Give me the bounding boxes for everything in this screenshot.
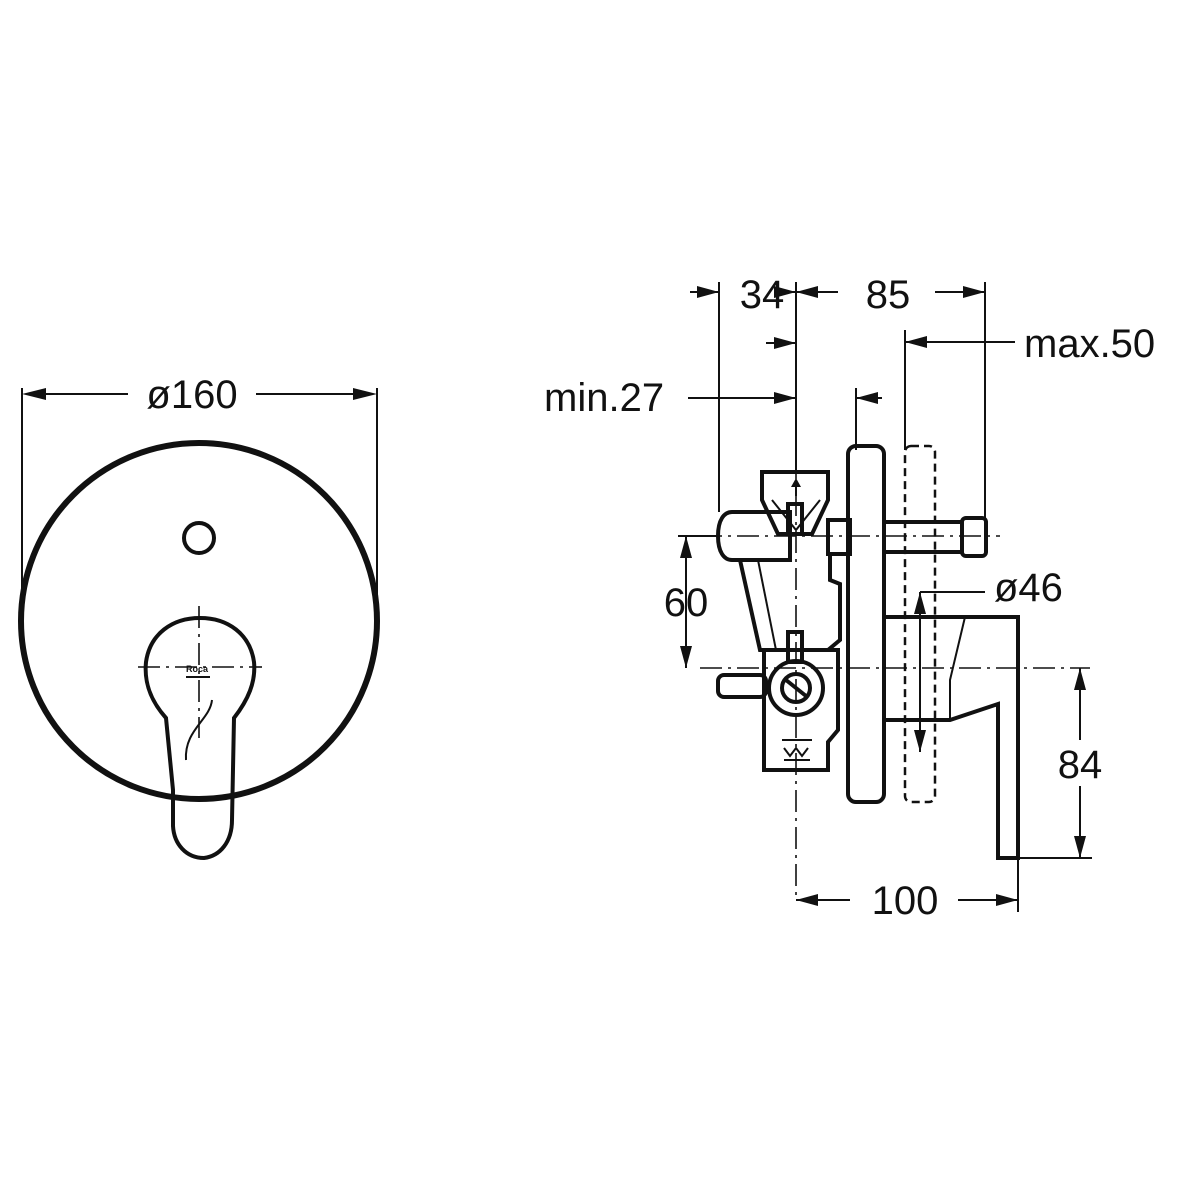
lever-handle-side — [882, 615, 1020, 860]
dimension-60: 60 — [664, 535, 720, 668]
lever-handle — [143, 615, 257, 861]
brand-logo: Roca — [186, 664, 209, 674]
dimension-min-27: min.27 — [544, 337, 882, 450]
diameter-46-label: ø46 — [994, 566, 1063, 610]
front-diameter-label: ø160 — [146, 373, 237, 417]
front-view: ø160 Roca — [18, 373, 380, 861]
height-84-label: 84 — [1058, 743, 1103, 787]
dimension-top-chain: 34 85 — [690, 273, 986, 520]
escutcheon-side — [846, 444, 886, 804]
valve-body — [715, 470, 852, 772]
dimension-100: 100 — [796, 858, 1019, 923]
diverter-hole — [182, 521, 216, 555]
dimension-46: ø46 — [914, 566, 1063, 752]
dimension-84: 84 — [1018, 668, 1115, 859]
diverter-spindle — [884, 516, 988, 558]
min-27-label: min.27 — [544, 376, 664, 420]
depth-100-label: 100 — [872, 879, 939, 923]
height-60-label: 60 — [664, 581, 709, 625]
escutcheon-plate — [18, 440, 380, 802]
wall-outline — [903, 444, 937, 804]
dimension-front-diameter: ø160 — [21, 373, 378, 600]
max-50-label: max.50 — [1024, 322, 1155, 366]
side-view: 34 85 max.50 min.27 — [544, 273, 1155, 923]
dimension-max-50: max.50 — [904, 322, 1155, 450]
offset-34-label: 34 — [740, 273, 785, 317]
offset-85-label: 85 — [866, 273, 911, 317]
